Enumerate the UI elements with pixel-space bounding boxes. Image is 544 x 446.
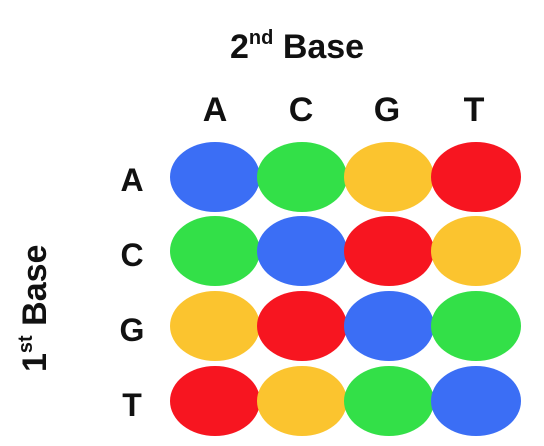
row-label-t: T — [122, 387, 142, 423]
column-label-g: G — [373, 91, 401, 129]
first-base-word: Base — [16, 244, 54, 326]
first-base-suffix: st — [15, 335, 37, 354]
cell-c-a-green — [170, 216, 260, 286]
second-base-suffix: nd — [248, 27, 274, 49]
second-base-word: Base — [282, 28, 365, 66]
cell-g-c-red — [257, 291, 347, 361]
cell-a-t-red — [431, 142, 521, 212]
second-base-title: 2nd Base — [230, 18, 364, 67]
first-base-title: 1st Base — [6, 245, 55, 372]
row-label-a: A — [120, 162, 144, 198]
second-base-number: 2 — [230, 28, 249, 66]
column-label-a: A — [202, 91, 228, 129]
cell-t-g-green — [344, 366, 434, 436]
row-label-g: G — [119, 312, 145, 348]
first-base-number: 1 — [16, 353, 54, 372]
cell-c-c-blue — [257, 216, 347, 286]
cell-t-c-yellow — [257, 366, 347, 436]
column-label-t: T — [463, 91, 485, 129]
cell-t-t-blue — [431, 366, 521, 436]
cell-a-a-blue — [170, 142, 260, 212]
cell-g-g-blue — [344, 291, 434, 361]
cell-a-g-yellow — [344, 142, 434, 212]
cell-t-a-red — [170, 366, 260, 436]
cell-c-g-red — [344, 216, 434, 286]
cell-c-t-yellow — [431, 216, 521, 286]
column-label-c: C — [288, 91, 314, 129]
row-label-c: C — [120, 237, 144, 273]
cell-g-a-yellow — [170, 291, 260, 361]
cell-g-t-green — [431, 291, 521, 361]
cell-a-c-green — [257, 142, 347, 212]
